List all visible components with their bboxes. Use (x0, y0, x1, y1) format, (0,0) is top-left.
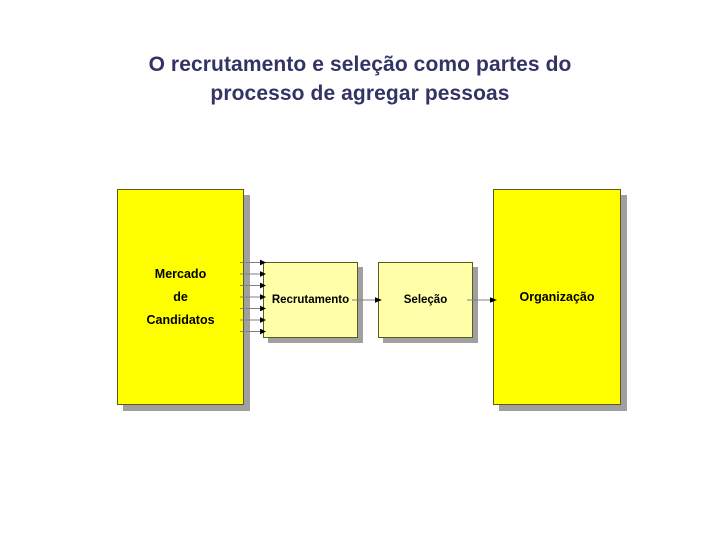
fan-arrow-7 (240, 328, 266, 335)
selecao-label: Seleção (403, 294, 448, 306)
mercado-label-line-1: Mercado (154, 266, 207, 281)
connector-mercado-to-recrutamento-fan (240, 259, 266, 335)
organizacao-label: Organização (519, 289, 595, 304)
fan-arrow-2 (240, 271, 266, 277)
fan-arrow-6 (240, 317, 266, 323)
diagram-node-mercado-de-candidatos[interactable]: Mercado de Candidatos (117, 189, 244, 405)
mercado-label: Mercado de Candidatos (146, 263, 214, 332)
page-title-line-1: O recrutamento e seleção como partes do (148, 53, 572, 76)
fan-arrow-3 (240, 282, 266, 289)
connector-recrutamento-to-selecao (352, 297, 382, 303)
recrutamento-label: Recrutamento (271, 294, 350, 306)
mercado-label-line-3: Candidatos (146, 312, 215, 327)
fan-arrow-4 (240, 294, 266, 300)
diagram-node-selecao[interactable]: Seleção (378, 262, 473, 338)
page-title-line-2: processo de agregar pessoas (210, 82, 510, 105)
mercado-label-line-2: de (173, 289, 188, 304)
diagram-node-organizacao[interactable]: Organização (493, 189, 621, 405)
connector-selecao-to-organizacao (467, 297, 497, 303)
fan-arrow-1 (240, 259, 266, 266)
fan-arrow-5 (240, 305, 266, 312)
page-title: O recrutamento e seleção como partes do … (60, 50, 660, 108)
diagram-node-recrutamento[interactable]: Recrutamento (263, 262, 358, 338)
